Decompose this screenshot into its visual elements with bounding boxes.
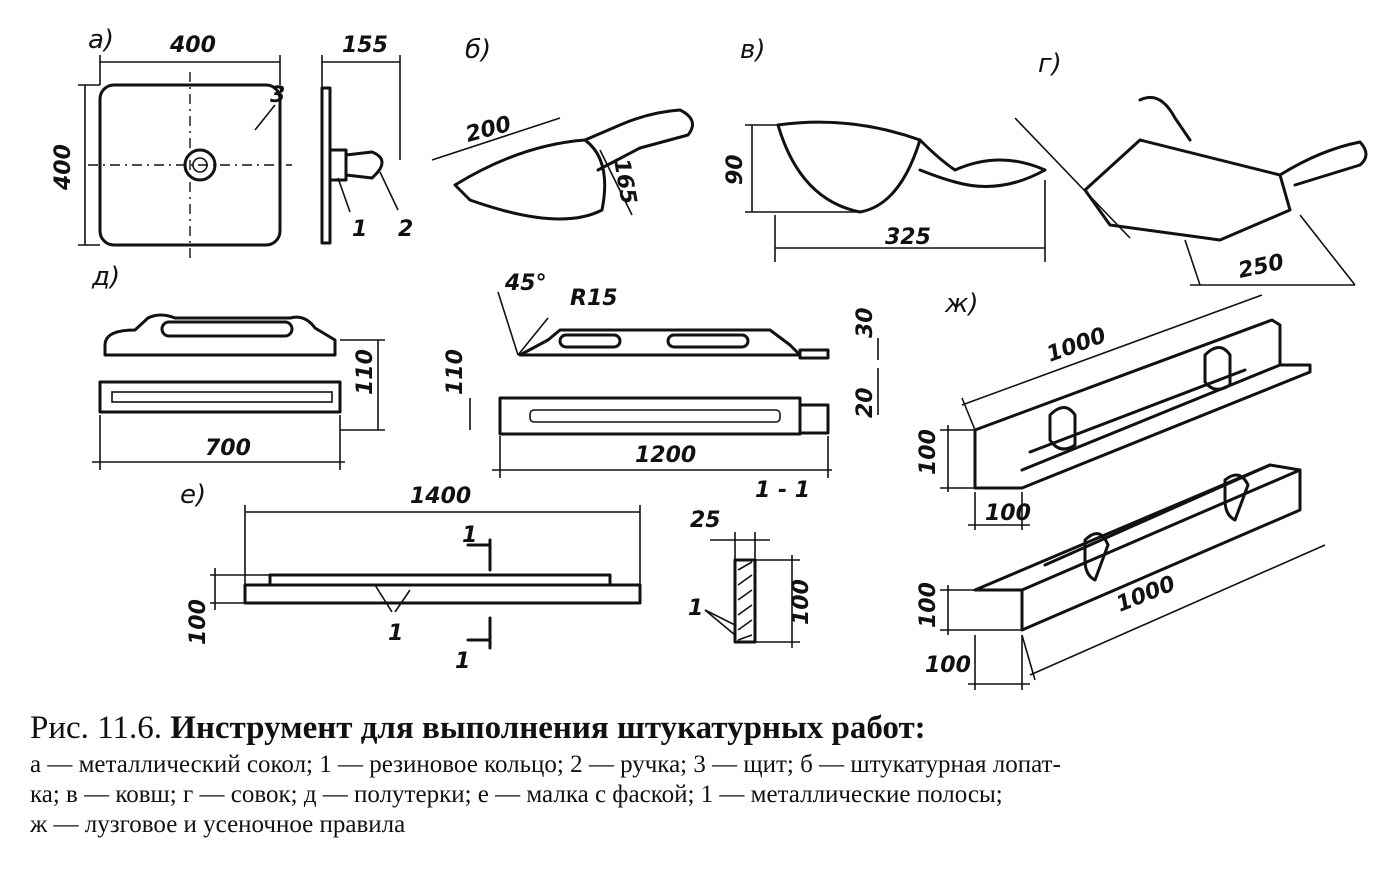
caption-line: а — металлический сокол; 1 — резиновое к… (30, 751, 1061, 778)
callout-strips: 1 (388, 621, 403, 646)
dim-malka-height: 100 (186, 599, 211, 645)
caption-body: а — металлический сокол; 1 — резиновое к… (30, 750, 1360, 840)
caption-line: ж — лузговое и усеночное правила (30, 811, 406, 838)
bevel-malka: 1400 100 1 1 1 (186, 484, 642, 674)
callout-section-strips: 1 (688, 596, 703, 621)
dim-sokol-height: 400 (51, 144, 76, 191)
dim-angle: 45° (504, 271, 547, 296)
callout-3: 3 (270, 83, 285, 108)
label-zh: ж) (944, 289, 979, 319)
caption-number: 11.6. (97, 710, 162, 746)
figure-caption: Рис. 11.6. Инструмент для выполнения шту… (30, 708, 1360, 840)
corner-rule-outer: 1000 100 100 (916, 463, 1326, 690)
dim-ladle-length: 325 (885, 225, 931, 250)
sokol-dimensions: 400 400 3 (51, 33, 285, 246)
dim-section-height: 100 (789, 579, 814, 625)
label-b: б) (465, 35, 491, 65)
cut-mark-top: 1 (462, 523, 477, 548)
dim-rule-outer-width: 100 (925, 653, 971, 678)
dim-float-long-length: 1200 (635, 443, 696, 468)
plaster-ladle: 90 325 (723, 120, 1047, 262)
label-v: в) (740, 35, 765, 65)
dim-float-long-t1: 30 (853, 307, 878, 338)
float-short: 110 700 (92, 313, 385, 470)
dim-float-long-height: 110 (443, 349, 468, 395)
dim-rule-outer-height: 100 (916, 582, 941, 628)
corner-rule-inner: 1000 100 100 (916, 294, 1312, 530)
section-label: 1 - 1 (755, 478, 810, 503)
section-1-1: 25 100 1 (688, 508, 814, 648)
dim-float-long-t2: 20 (853, 387, 878, 418)
mortar-scoop: 250 (1014, 95, 1368, 286)
label-d: д) (91, 262, 120, 292)
caption-title: Инструмент для выполнения штукатурных ра… (170, 710, 926, 746)
dim-float-short-length: 700 (205, 436, 251, 461)
callout-1: 1 (352, 217, 367, 242)
label-e: е) (180, 480, 206, 510)
dim-radius: R15 (570, 286, 618, 311)
label-g: г) (1038, 49, 1062, 79)
sokol-side-view: 155 1 2 (320, 33, 413, 245)
sokol-front-view (88, 72, 292, 258)
dim-scoop-length: 250 (1236, 250, 1286, 284)
dim-ladle-height: 90 (723, 154, 748, 185)
dim-rule-inner-width: 100 (985, 501, 1031, 526)
caption-prefix: Рис. (30, 710, 89, 746)
dim-rule-outer-length: 1000 (1113, 571, 1179, 617)
callout-2: 2 (398, 217, 413, 242)
dim-sokol-width: 400 (169, 33, 216, 58)
tools-figure: а) 400 400 3 155 1 2 б) 200 (51, 25, 1368, 690)
dim-trowel-width: 165 (608, 157, 641, 207)
dim-float-short-height: 110 (353, 349, 378, 395)
dim-rule-inner-height: 100 (916, 429, 941, 475)
float-long: 45° R15 110 30 20 1200 1 - 1 (443, 271, 879, 503)
dim-section-width: 25 (690, 508, 721, 533)
caption-title-line: Рис. 11.6. Инструмент для выполнения шту… (30, 708, 1360, 748)
plaster-trowel: 200 165 (431, 108, 694, 221)
dim-malka-length: 1400 (410, 484, 471, 509)
caption-line: ка; в — ковш; г — совок; д — полутерки; … (30, 781, 1003, 808)
cut-mark-bottom: 1 (455, 649, 470, 674)
dim-sokol-depth: 155 (342, 33, 388, 58)
dim-trowel-length: 200 (463, 112, 514, 148)
label-a: а) (88, 25, 114, 55)
dim-rule-inner-length: 1000 (1044, 323, 1110, 367)
